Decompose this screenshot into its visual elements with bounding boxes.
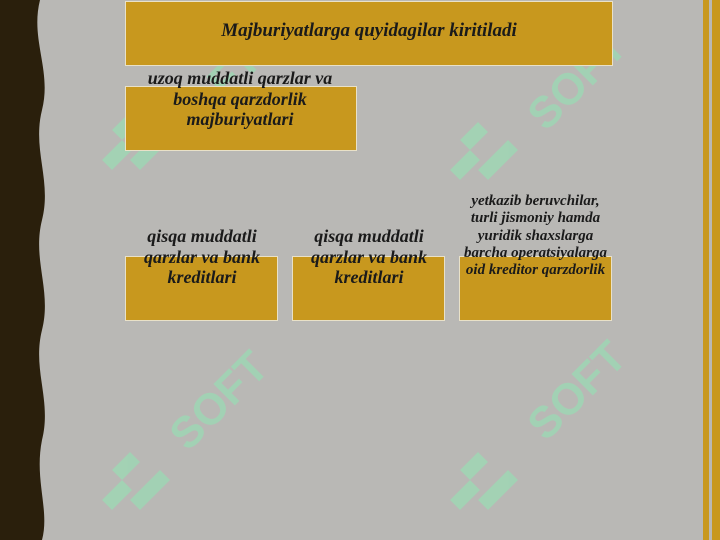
svg-text:SOFT: SOFT [160, 342, 278, 460]
watermark-logo-bottom-right: SOFT [450, 332, 636, 510]
title-box [125, 1, 613, 66]
svg-text:SOFT: SOFT [518, 332, 636, 450]
suppliers-label: yetkazib beruvchilar, turli jismoniy ham… [464, 193, 607, 278]
short-term-box-1 [125, 256, 278, 321]
suppliers-box [459, 256, 612, 321]
diagram-title: Majburiyatlarga quyidagilar kiritiladi [221, 20, 517, 41]
watermark-logo-bottom-left: SOFT [102, 342, 278, 510]
short-term-label-2: qisqa muddatli qarzlar va bank kreditlar… [310, 226, 427, 288]
long-term-box [125, 86, 357, 151]
long-term-label: uzoq muddatli qarzlar va boshqa qarzdorl… [147, 68, 333, 130]
short-term-label-1: qisqa muddatli qarzlar va bank kreditlar… [143, 226, 260, 288]
short-term-box-2 [292, 256, 445, 321]
left-wave-border [0, 0, 45, 540]
right-accent-stripe-inner [709, 0, 712, 540]
